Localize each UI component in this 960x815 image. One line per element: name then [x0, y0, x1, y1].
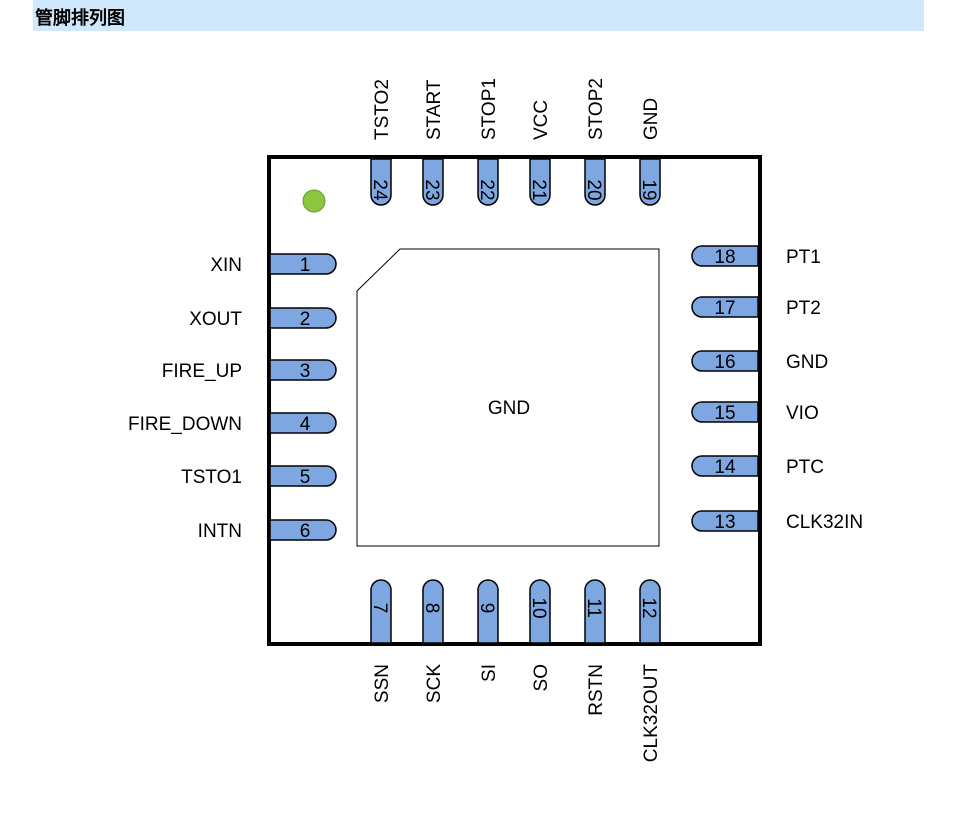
pin-15-label: VIO — [786, 403, 819, 424]
pin-22-pad — [477, 158, 499, 206]
pin-9-pad — [477, 579, 499, 644]
pin-5-pad — [269, 465, 337, 487]
pin-12-pad — [639, 579, 661, 644]
pin-18-number: 18 — [714, 247, 735, 268]
pin-1-number: 1 — [300, 255, 311, 276]
title-bar: 管脚排列图 — [33, 0, 924, 31]
pin-16-number: 16 — [714, 352, 735, 373]
pin-1-label: XIN — [210, 255, 242, 276]
exposed-pad-label: GND — [488, 398, 530, 419]
pin-20-label: STOP2 — [586, 78, 607, 140]
exposed-pad — [356, 248, 660, 547]
pin-17-label: PT2 — [786, 298, 821, 319]
pin-11-number: 11 — [583, 598, 604, 618]
pin-13-label: CLK32IN — [786, 512, 863, 533]
pin-22-label: STOP1 — [479, 78, 500, 140]
pin1-indicator-dot — [302, 189, 326, 213]
pin-24-label: TSTO2 — [372, 79, 393, 140]
pin-19-label: GND — [641, 98, 662, 140]
pin-22-number: 22 — [476, 179, 497, 200]
pin-2-pad — [269, 307, 337, 329]
pin-3-number: 3 — [300, 361, 311, 382]
pin-5-label: TSTO1 — [181, 467, 242, 488]
pin-13-number: 13 — [714, 512, 735, 533]
pin-7-number: 7 — [369, 603, 390, 614]
pin-13-pad — [691, 510, 759, 532]
pin-17-pad — [691, 296, 759, 318]
pin-2-number: 2 — [300, 309, 311, 330]
pin-23-label: START — [424, 79, 445, 140]
pin-3-label: FIRE_UP — [162, 361, 242, 382]
pin-4-label: FIRE_DOWN — [128, 414, 242, 435]
pin-21-pad — [529, 158, 551, 206]
pin-23-number: 23 — [421, 179, 442, 200]
pin-21-number: 21 — [528, 179, 549, 200]
pin-9-number: 9 — [476, 603, 497, 614]
pin-20-number: 20 — [583, 179, 604, 200]
pin-14-label: PTC — [786, 457, 824, 478]
pin-10-label: SO — [531, 664, 552, 691]
page-title: 管脚排列图 — [35, 8, 125, 29]
pin-15-pad — [691, 401, 759, 423]
pin-10-pad — [529, 579, 551, 644]
pin-5-number: 5 — [300, 467, 311, 488]
pin-18-label: PT1 — [786, 247, 821, 268]
pin-11-pad — [584, 579, 606, 644]
pin-15-number: 15 — [714, 403, 735, 424]
pin-4-number: 4 — [300, 414, 311, 435]
pin-24-pad — [370, 158, 392, 206]
pin-6-label: INTN — [198, 521, 242, 542]
pin-8-number: 8 — [421, 603, 442, 614]
pin-6-pad — [269, 519, 337, 541]
pin-18-pad — [691, 245, 759, 267]
pin-4-pad — [269, 412, 337, 434]
pin-12-number: 12 — [638, 597, 659, 618]
pin-23-pad — [422, 158, 444, 206]
pin-2-label: XOUT — [189, 309, 242, 330]
pin-6-number: 6 — [300, 521, 311, 542]
pin-7-label: SSN — [372, 664, 393, 703]
pin-19-number: 19 — [638, 179, 659, 200]
pin-14-pad — [691, 455, 759, 477]
pin-21-label: VCC — [531, 100, 552, 140]
pin-24-number: 24 — [369, 179, 390, 201]
pin-16-label: GND — [786, 352, 828, 373]
pin-1-pad — [269, 253, 337, 275]
pin-3-pad — [269, 359, 337, 381]
pin-20-pad — [584, 158, 606, 206]
pin-10-number: 10 — [528, 597, 549, 618]
pin-16-pad — [691, 350, 759, 372]
pin-8-label: SCK — [424, 664, 445, 703]
pin-7-pad — [370, 579, 392, 644]
pin-19-pad — [639, 158, 661, 206]
pins-group: 1 XIN 2 XOUT 3 FIRE_UP 4 FIRE_DOWN 5 TSTO1 6 INTN 13… — [128, 78, 863, 762]
pin-12-label: CLK32OUT — [641, 664, 662, 763]
pin-8-pad — [422, 579, 444, 644]
pin-17-number: 17 — [714, 298, 735, 319]
pin-14-number: 14 — [714, 457, 736, 478]
pin-9-label: SI — [479, 664, 500, 682]
pin-11-label: RSTN — [586, 664, 607, 716]
